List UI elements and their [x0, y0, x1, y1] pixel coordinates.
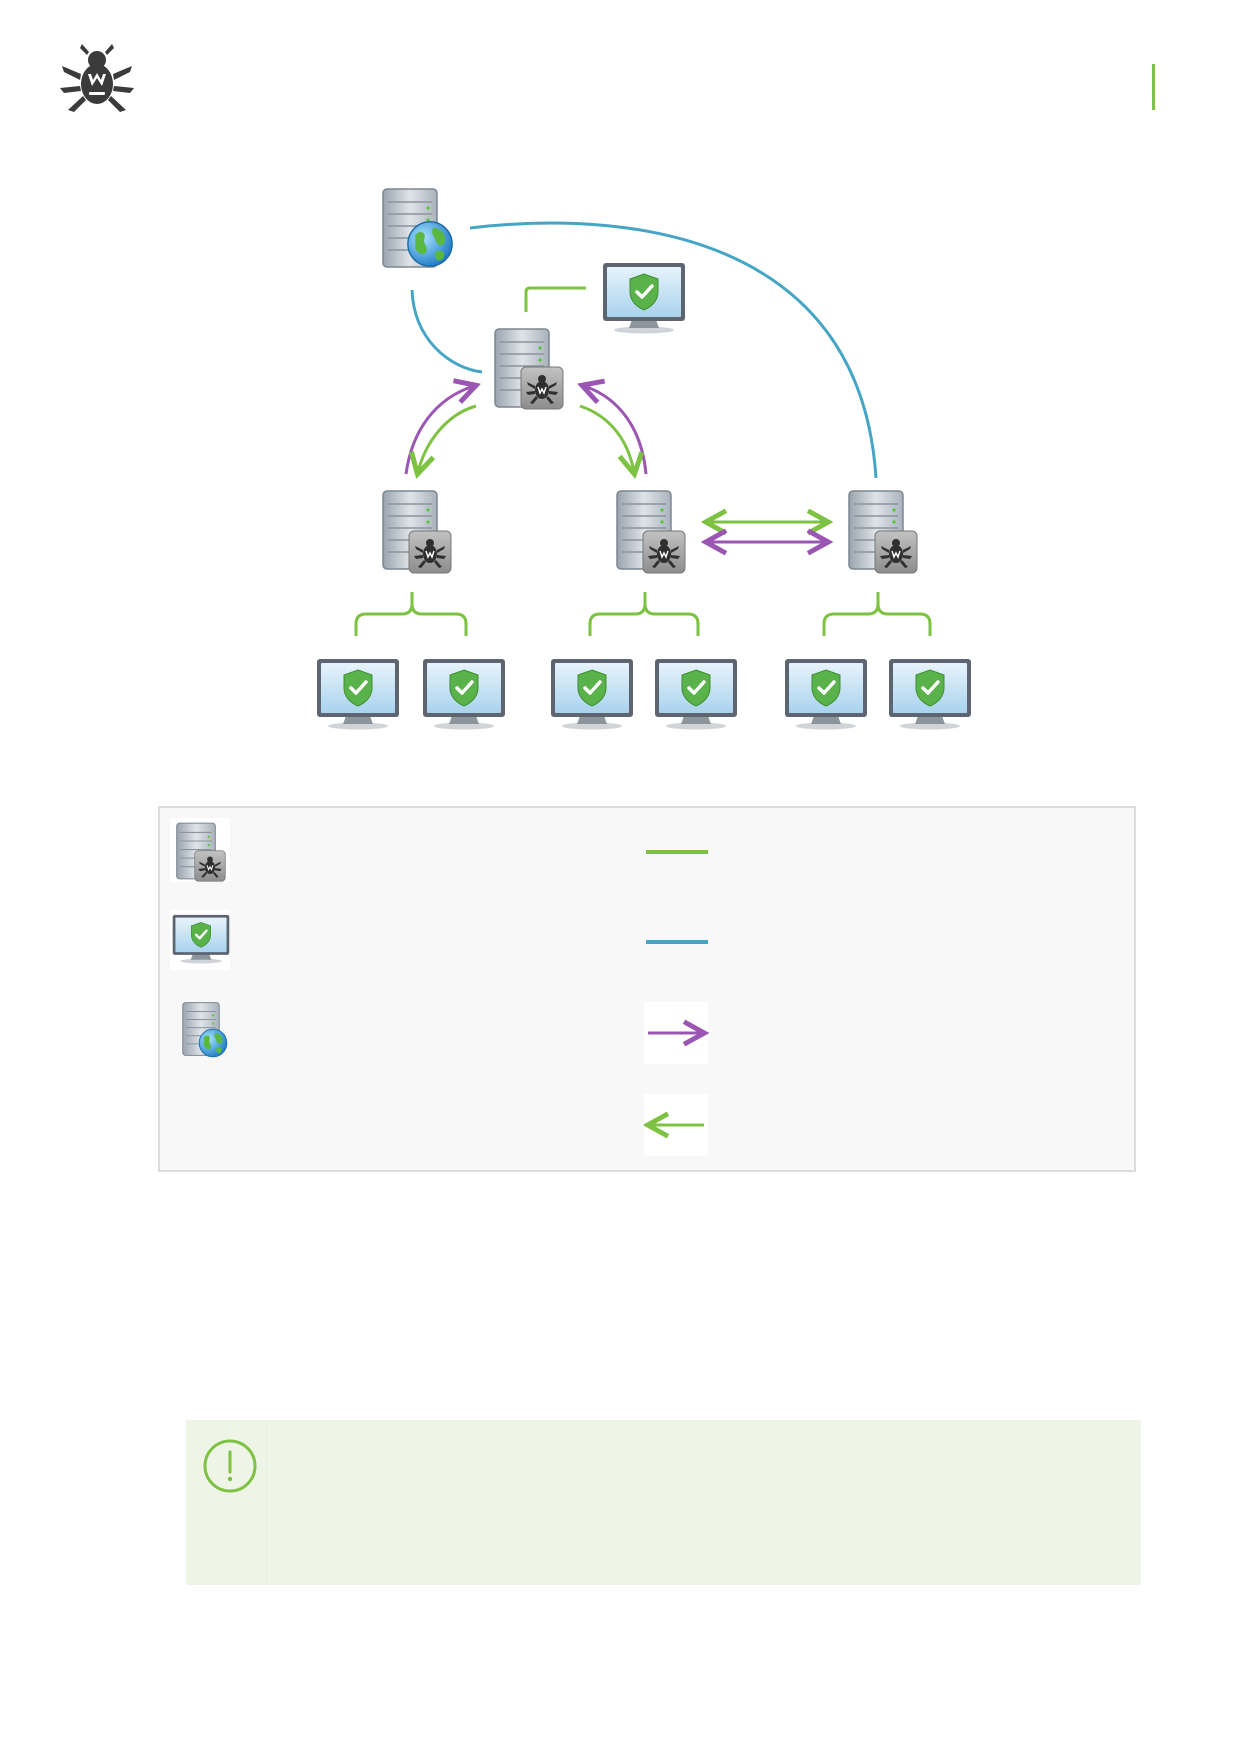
workstation-brackets — [354, 592, 932, 636]
proxy-server-icon — [382, 188, 453, 268]
legend-workstation-icon — [170, 910, 230, 970]
main-to-server2-arrow — [579, 404, 634, 472]
drweb-spider-logo-icon — [60, 44, 134, 112]
workstation-3-icon — [550, 658, 634, 730]
proxy-to-server3-link — [469, 221, 878, 479]
note-box — [186, 1420, 1141, 1585]
workstation-6-icon — [888, 658, 972, 730]
main-to-server1-arrow — [418, 404, 477, 472]
es-server-3-icon — [848, 490, 918, 574]
main-es-server-icon — [494, 328, 564, 410]
legend-proxy-server-icon — [182, 1002, 228, 1058]
workstation-2-icon — [422, 658, 506, 730]
header-accent-rule — [1152, 64, 1155, 110]
admin-workstation-icon — [602, 262, 686, 334]
network-diagram — [316, 188, 972, 730]
proxy-to-main-link — [410, 289, 483, 374]
server1-to-main-arrow — [404, 386, 474, 475]
legend-es-server-icon — [170, 818, 230, 882]
workstation-4-icon — [654, 658, 738, 730]
workstation-5-icon — [784, 658, 868, 730]
legend-green-arrow-left-icon — [644, 1094, 708, 1156]
legend-purple-arrow-right-icon — [644, 1002, 708, 1064]
important-icon — [203, 1439, 257, 1493]
es-server-2-icon — [616, 490, 686, 574]
legend — [170, 818, 1136, 1156]
es-server-1-icon — [382, 490, 452, 574]
workstation-1-icon — [316, 658, 400, 730]
main-to-admin-link — [524, 286, 586, 312]
note-separator — [266, 1420, 267, 1585]
